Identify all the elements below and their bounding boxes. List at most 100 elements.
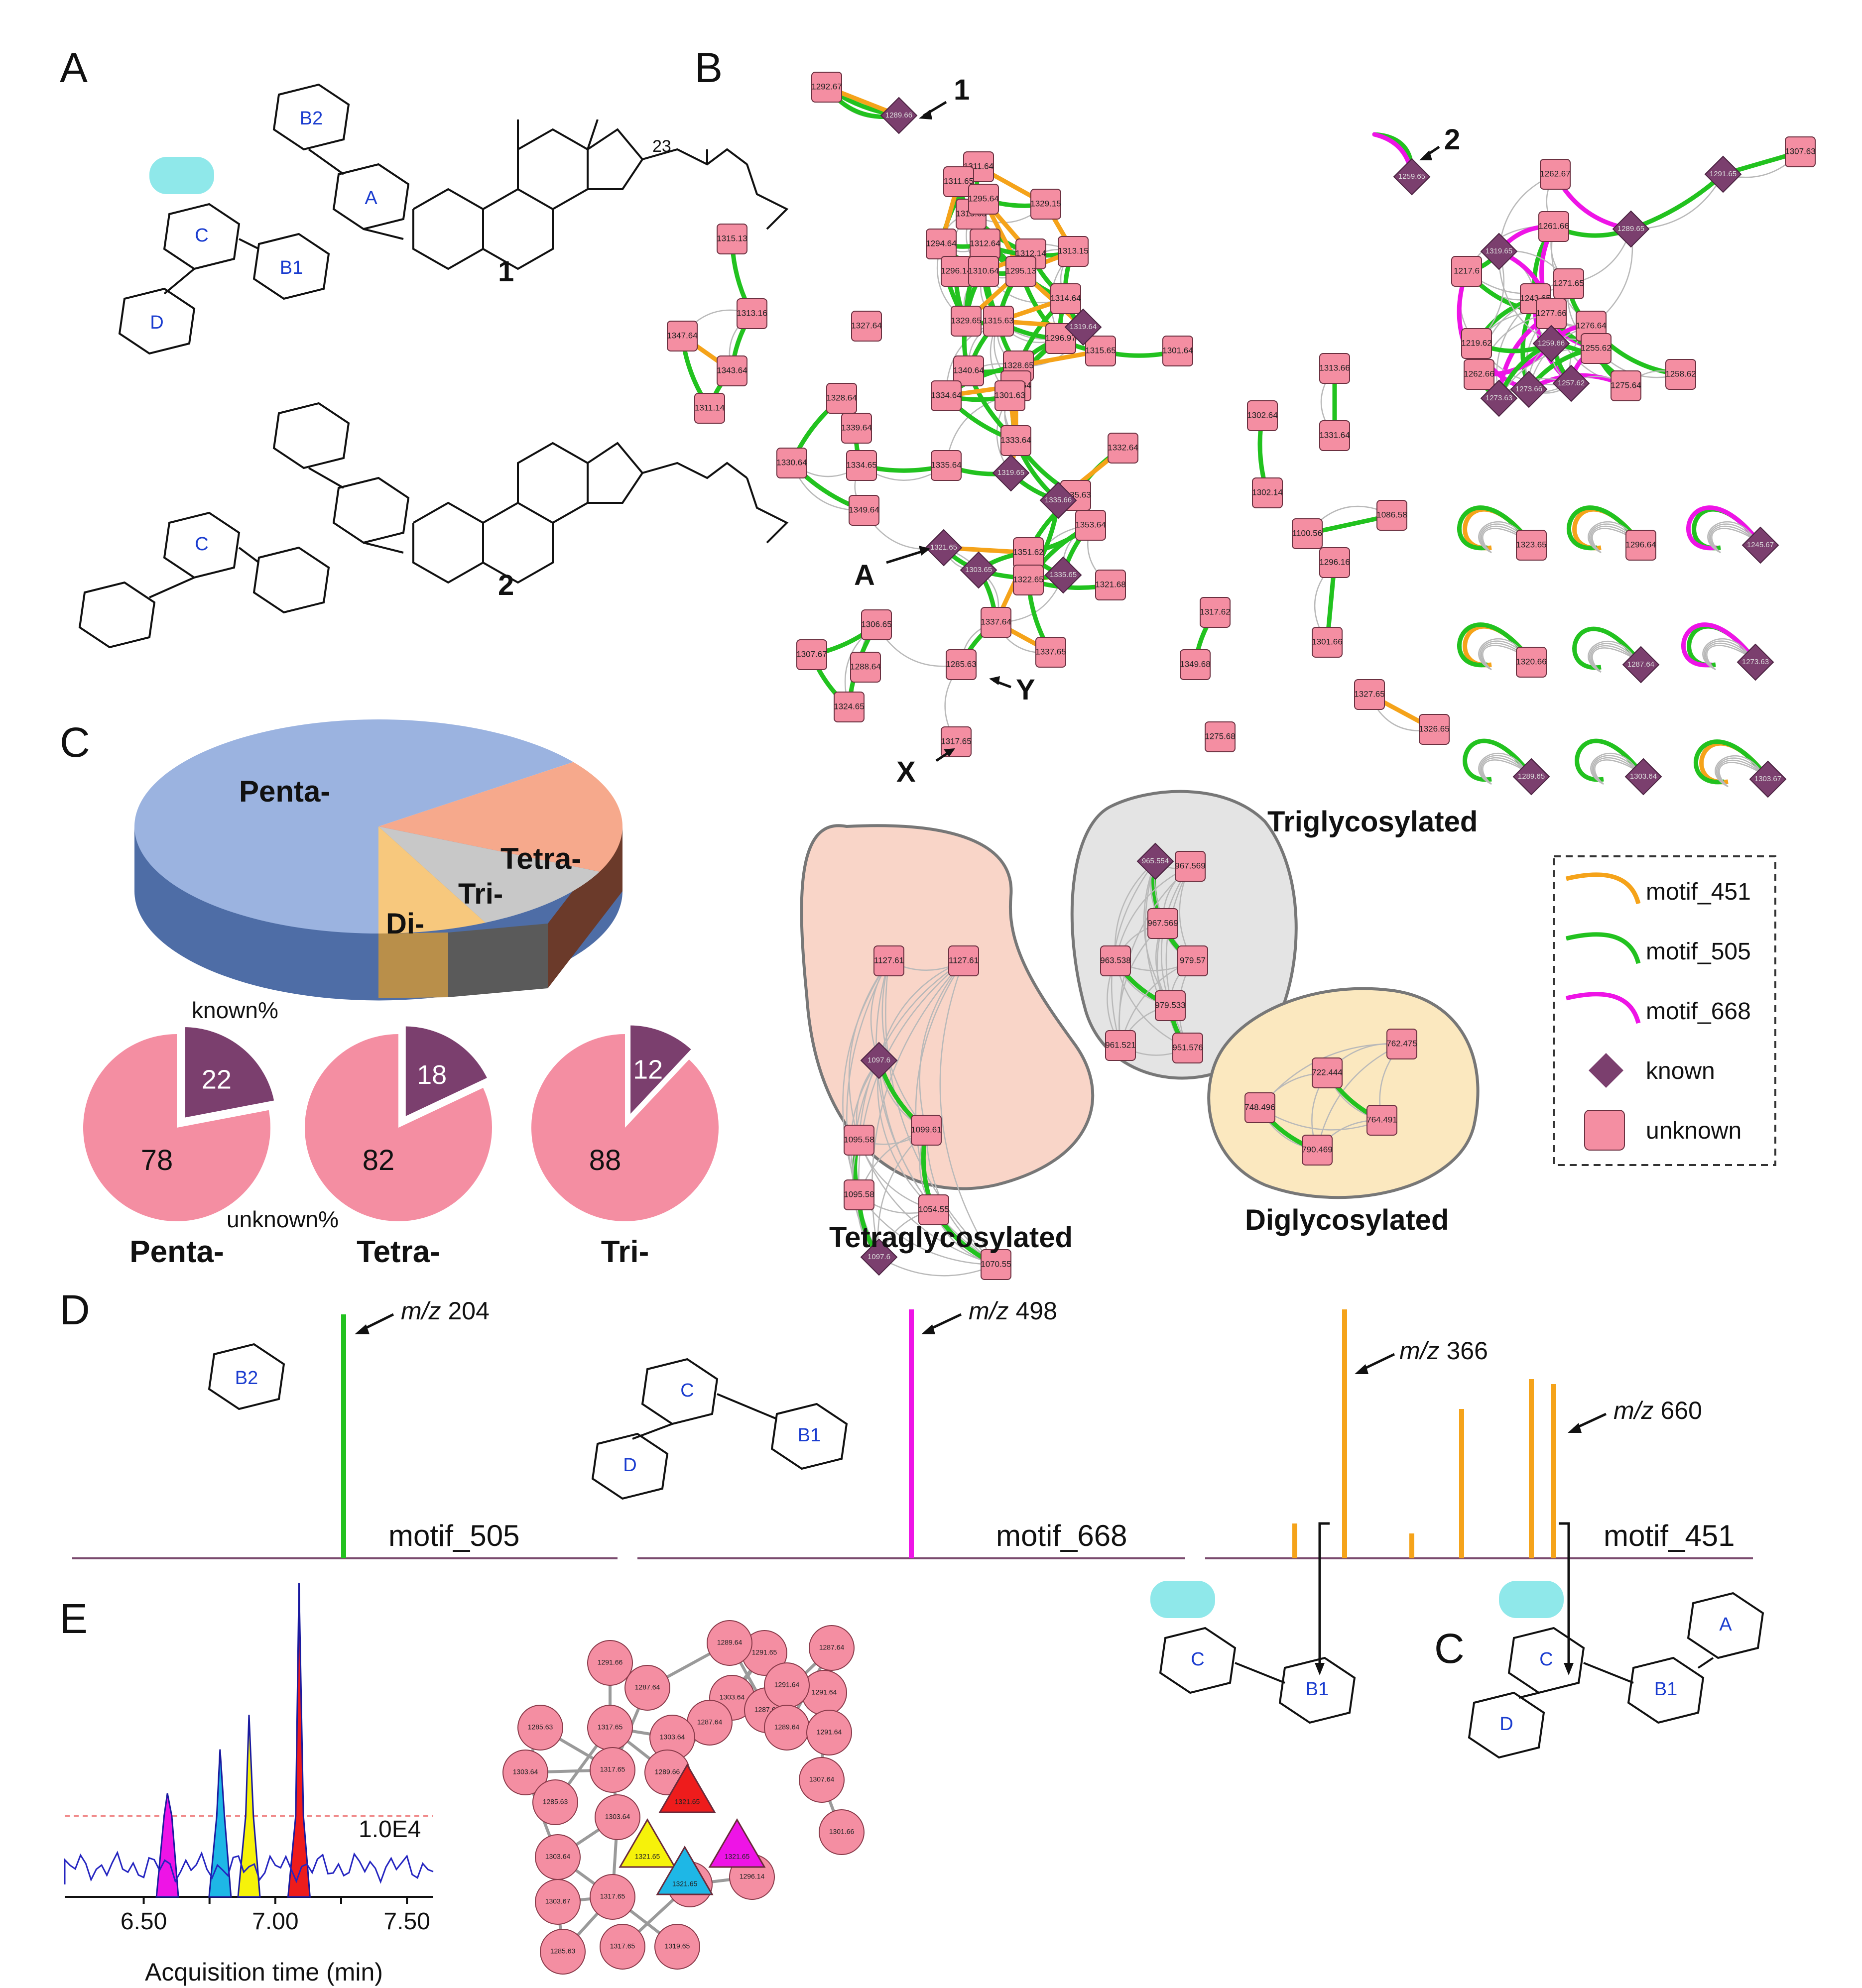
network-e-circle <box>540 1929 586 1975</box>
node-label: 1295.13 <box>1005 266 1036 275</box>
triangle-shape <box>708 1818 766 1868</box>
node-unknown: 1275.68 <box>1205 721 1236 752</box>
node-square <box>1540 159 1571 190</box>
node-unknown: 1329.65 <box>951 306 982 337</box>
node-diamond <box>1749 760 1787 798</box>
small-pie-known-value: 12 <box>633 1054 663 1084</box>
node-square <box>1100 945 1131 976</box>
node-label: 1303.65 <box>965 566 992 574</box>
triangle-label: 1321.65 <box>672 1880 698 1888</box>
node-diamond <box>860 1238 898 1276</box>
node-label: 1330.64 <box>776 458 807 467</box>
node-label: 1219.62 <box>1461 338 1491 348</box>
edge-gray <box>885 960 996 1265</box>
node-label: 1331.64 <box>1319 430 1350 440</box>
node-unknown: 1307.63 <box>1785 136 1816 167</box>
triangle-label: 1321.65 <box>725 1853 750 1861</box>
node-unknown: 1315.13 <box>717 224 747 254</box>
node-label: 1288.64 <box>850 662 880 671</box>
node-square <box>1172 1033 1203 1063</box>
node-unknown: 1310.64 <box>968 256 999 287</box>
self-loop-edge <box>1457 622 1528 668</box>
edge-gray <box>1705 642 1751 671</box>
legend-swatch-diamond <box>1589 1053 1623 1088</box>
group-label-tri: Triglycosylated <box>1267 806 1478 838</box>
edge-gray <box>1710 525 1756 554</box>
node-diamond <box>1064 308 1102 346</box>
network-e-label: 1303.64 <box>545 1853 571 1861</box>
node-square <box>841 413 872 444</box>
motif-451-label: motif_451 <box>1604 1519 1735 1552</box>
node-unknown: 1311.65 <box>943 166 974 197</box>
highlight-frag-366 <box>1150 1581 1215 1618</box>
legend-swatch-edge <box>1565 932 1641 964</box>
legend-swatch-edge <box>1565 872 1641 905</box>
network-e-node: 1303.64 <box>535 1834 581 1880</box>
edge-gray <box>1478 521 1527 554</box>
network-e-node: 1303.67 <box>535 1879 581 1925</box>
self-loop-edge <box>1457 505 1528 551</box>
network-e-node: 1317.65 <box>600 1924 645 1970</box>
node-label: 1335.66 <box>1045 496 1072 504</box>
network-e-node: 1317.65 <box>590 1747 635 1793</box>
triangle-label: 1321.65 <box>635 1853 660 1861</box>
edge-gray <box>1588 521 1637 554</box>
node-square <box>1085 336 1116 366</box>
network-e-label: 1303.64 <box>513 1768 538 1776</box>
node-known: 1287.64 <box>1622 646 1660 684</box>
network-e-node: 1285.63 <box>540 1929 586 1975</box>
node-label: 1291.65 <box>1710 170 1737 178</box>
network-e-label: 1285.63 <box>528 1723 553 1731</box>
node-square <box>851 311 882 342</box>
node-square <box>1247 400 1278 431</box>
node-label: 1340.64 <box>953 365 984 375</box>
node-unknown: 1086.58 <box>1376 500 1407 531</box>
node-label: 1315.65 <box>1085 346 1116 355</box>
highlight-ho-group <box>149 157 214 194</box>
node-label: 1334.64 <box>931 390 961 400</box>
node-unknown: 790.469 <box>1302 1135 1333 1166</box>
edge-gray <box>1593 757 1639 785</box>
node-unknown: 1313.15 <box>1058 236 1089 267</box>
node-known: 1289.66 <box>880 97 918 134</box>
fragment366-ring-c: C <box>1191 1649 1204 1670</box>
fragment-ring-d: D <box>623 1455 636 1476</box>
node-square <box>1155 990 1186 1021</box>
node-unknown: 967.569 <box>1147 908 1178 939</box>
network-e-circle <box>502 1750 548 1795</box>
node-unknown: 1340.64 <box>953 355 984 386</box>
legend-label: motif_668 <box>1646 998 1751 1025</box>
node-label: 967.569 <box>1147 918 1178 928</box>
node-square <box>1075 510 1106 541</box>
node-unknown: 963.538 <box>1100 945 1131 976</box>
small-pie-name: Penta- <box>129 1235 224 1269</box>
network-e-label: 1301.66 <box>829 1828 855 1836</box>
node-unknown: 1275.64 <box>1611 370 1641 401</box>
node-diamond <box>1039 481 1077 519</box>
node-label: 1302.64 <box>1247 410 1277 420</box>
node-known: 965.554 <box>1136 842 1174 880</box>
node-known: 1259.66 <box>1532 325 1570 362</box>
node-unknown: 1329.15 <box>1030 189 1061 220</box>
node-unknown: 1127.61 <box>873 945 904 976</box>
network-e: 1291.661287.641291.651287.641303.641287.… <box>502 1620 865 1975</box>
network-e-node: 1317.65 <box>587 1705 633 1751</box>
network-e-node: 1303.64 <box>649 1715 695 1760</box>
network-e-node: 1291.66 <box>587 1640 633 1686</box>
edge-gray <box>858 960 964 1141</box>
network-e-node: 1291.65 <box>742 1630 787 1676</box>
node-unknown: 1262.67 <box>1540 159 1571 190</box>
compound-1-label: 1 <box>498 255 514 288</box>
node-label: 1307.63 <box>1785 146 1815 156</box>
network-e-label: 1291.64 <box>817 1728 842 1736</box>
edge-gray <box>1590 525 1636 554</box>
node-square <box>946 649 977 680</box>
node-label: 1262.67 <box>1540 169 1570 178</box>
node-square <box>1581 333 1612 364</box>
node-unknown: 1295.13 <box>1005 256 1036 287</box>
node-label: 1329.65 <box>951 316 981 325</box>
node-unknown: 1070.55 <box>981 1249 1011 1280</box>
node-label: 1257.62 <box>1558 379 1585 387</box>
edge-gray <box>1165 866 1191 1049</box>
